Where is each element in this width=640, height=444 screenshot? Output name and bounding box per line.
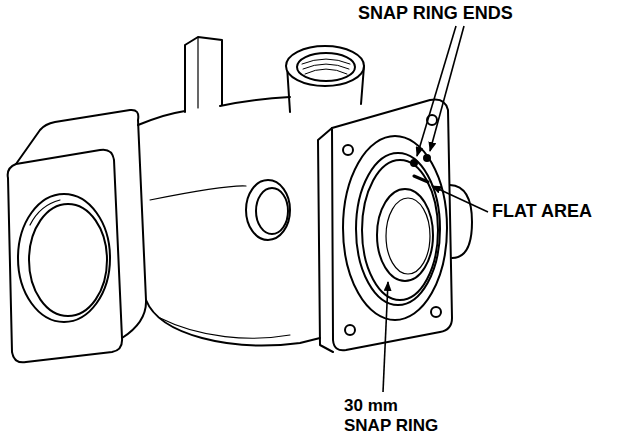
callout-label: 30 mm SNAP RING (344, 396, 444, 435)
leader-line (430, 26, 464, 151)
leader-line (417, 26, 456, 156)
callout-label: FLAT AREA (492, 201, 592, 222)
leader-line (383, 282, 388, 392)
leader-line (432, 186, 488, 212)
callout-label: SNAP RING ENDS (358, 3, 513, 24)
